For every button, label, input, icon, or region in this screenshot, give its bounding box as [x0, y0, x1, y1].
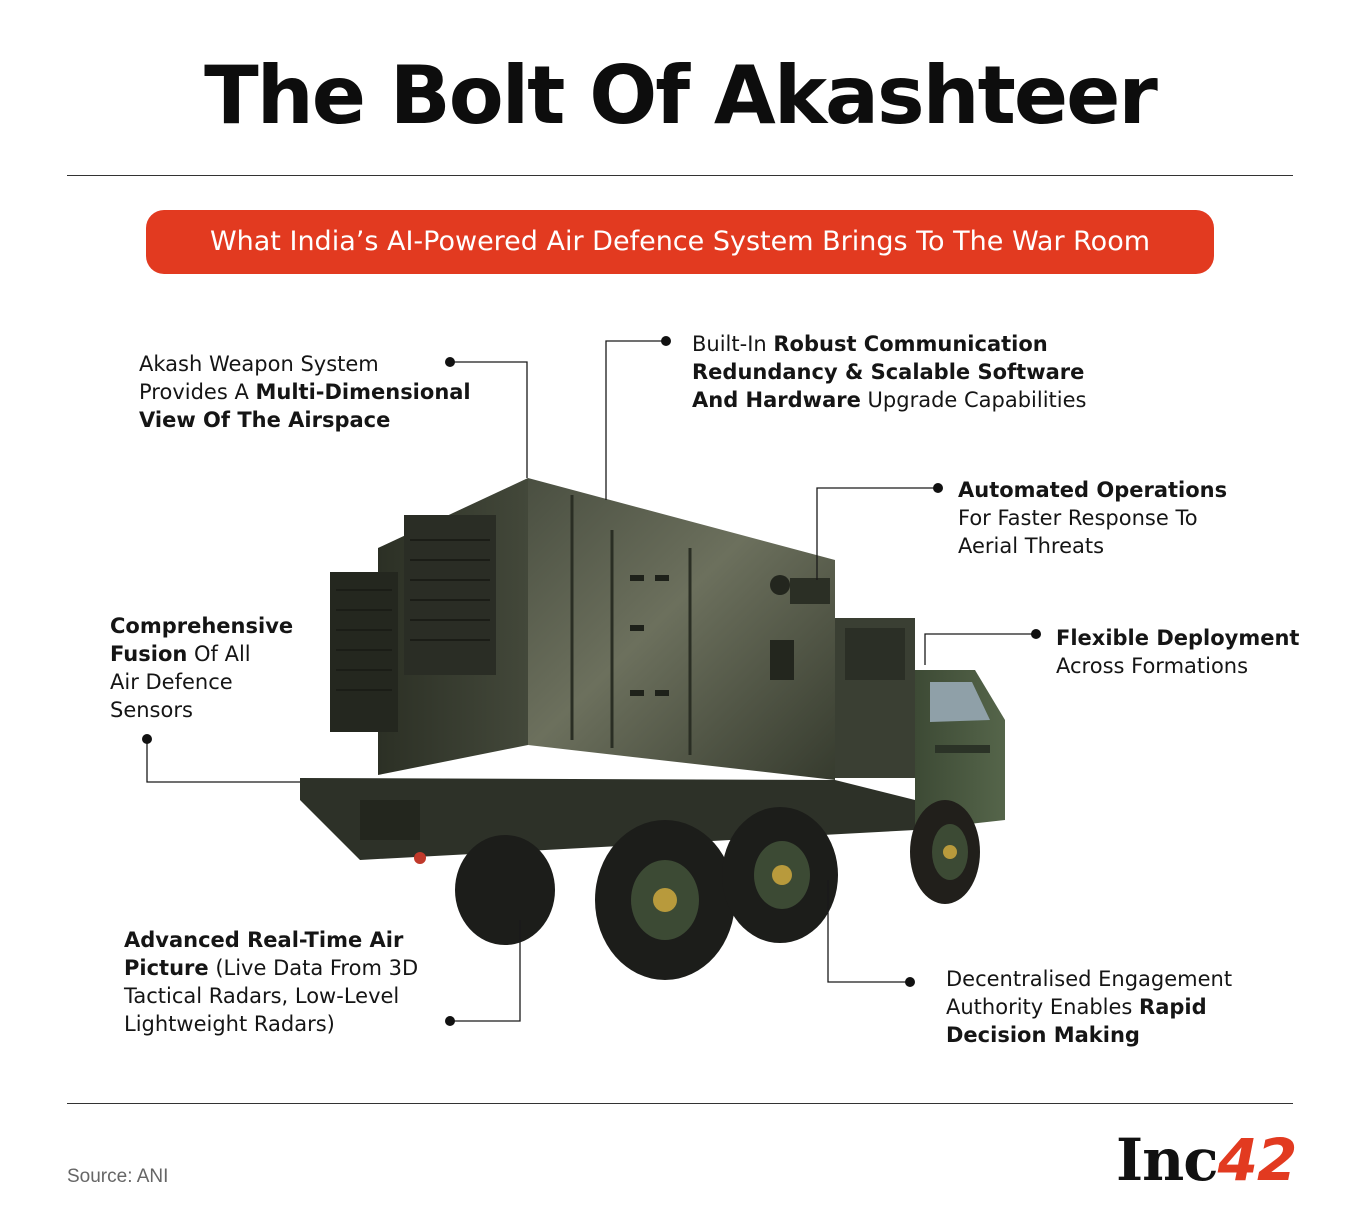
vehicle-chassis	[300, 778, 915, 864]
shelter-box	[528, 478, 835, 780]
callout-dot-comms	[661, 336, 671, 346]
callout-dot-automated	[933, 483, 943, 493]
subtitle-banner: What India’s AI-Powered Air Defence Syst…	[146, 210, 1214, 274]
callout-dot-decentral	[905, 977, 915, 987]
source-credit: Source: ANI	[67, 1166, 169, 1187]
vehicle-cab	[835, 618, 1005, 830]
callout-real-time-air-picture: Advanced Real-Time Air Picture (Live Dat…	[124, 928, 419, 1036]
callout-akash: Akash Weapon System Provides A Multi-Dim…	[139, 352, 471, 432]
bottom-divider	[67, 1103, 1293, 1104]
callout-dot-akash	[445, 357, 455, 367]
callout-sensor-fusion: Comprehensive Fusion Of All Air Defence …	[110, 614, 294, 722]
callout-communication: Built-In Robust Communication Redundancy…	[692, 332, 1087, 412]
callout-dot-realtime	[445, 1016, 455, 1026]
top-divider	[67, 175, 1293, 176]
callout-automated-operations: Automated Operations For Faster Response…	[958, 478, 1228, 558]
callout-decentralised-engagement: Decentralised Engagement Authority Enabl…	[946, 967, 1233, 1047]
inc42-logo: Inc42	[1116, 1126, 1297, 1194]
callout-dot-fusion	[142, 734, 152, 744]
page-title: The Bolt Of Akashteer	[204, 49, 1158, 142]
callout-flexible-deployment: Flexible Deployment Across Formations	[1056, 626, 1300, 678]
leader-lines	[146, 340, 1036, 1022]
vehicle-wheels	[455, 800, 980, 980]
shelter-rear	[330, 478, 528, 775]
callout-dot-flexible	[1031, 629, 1041, 639]
